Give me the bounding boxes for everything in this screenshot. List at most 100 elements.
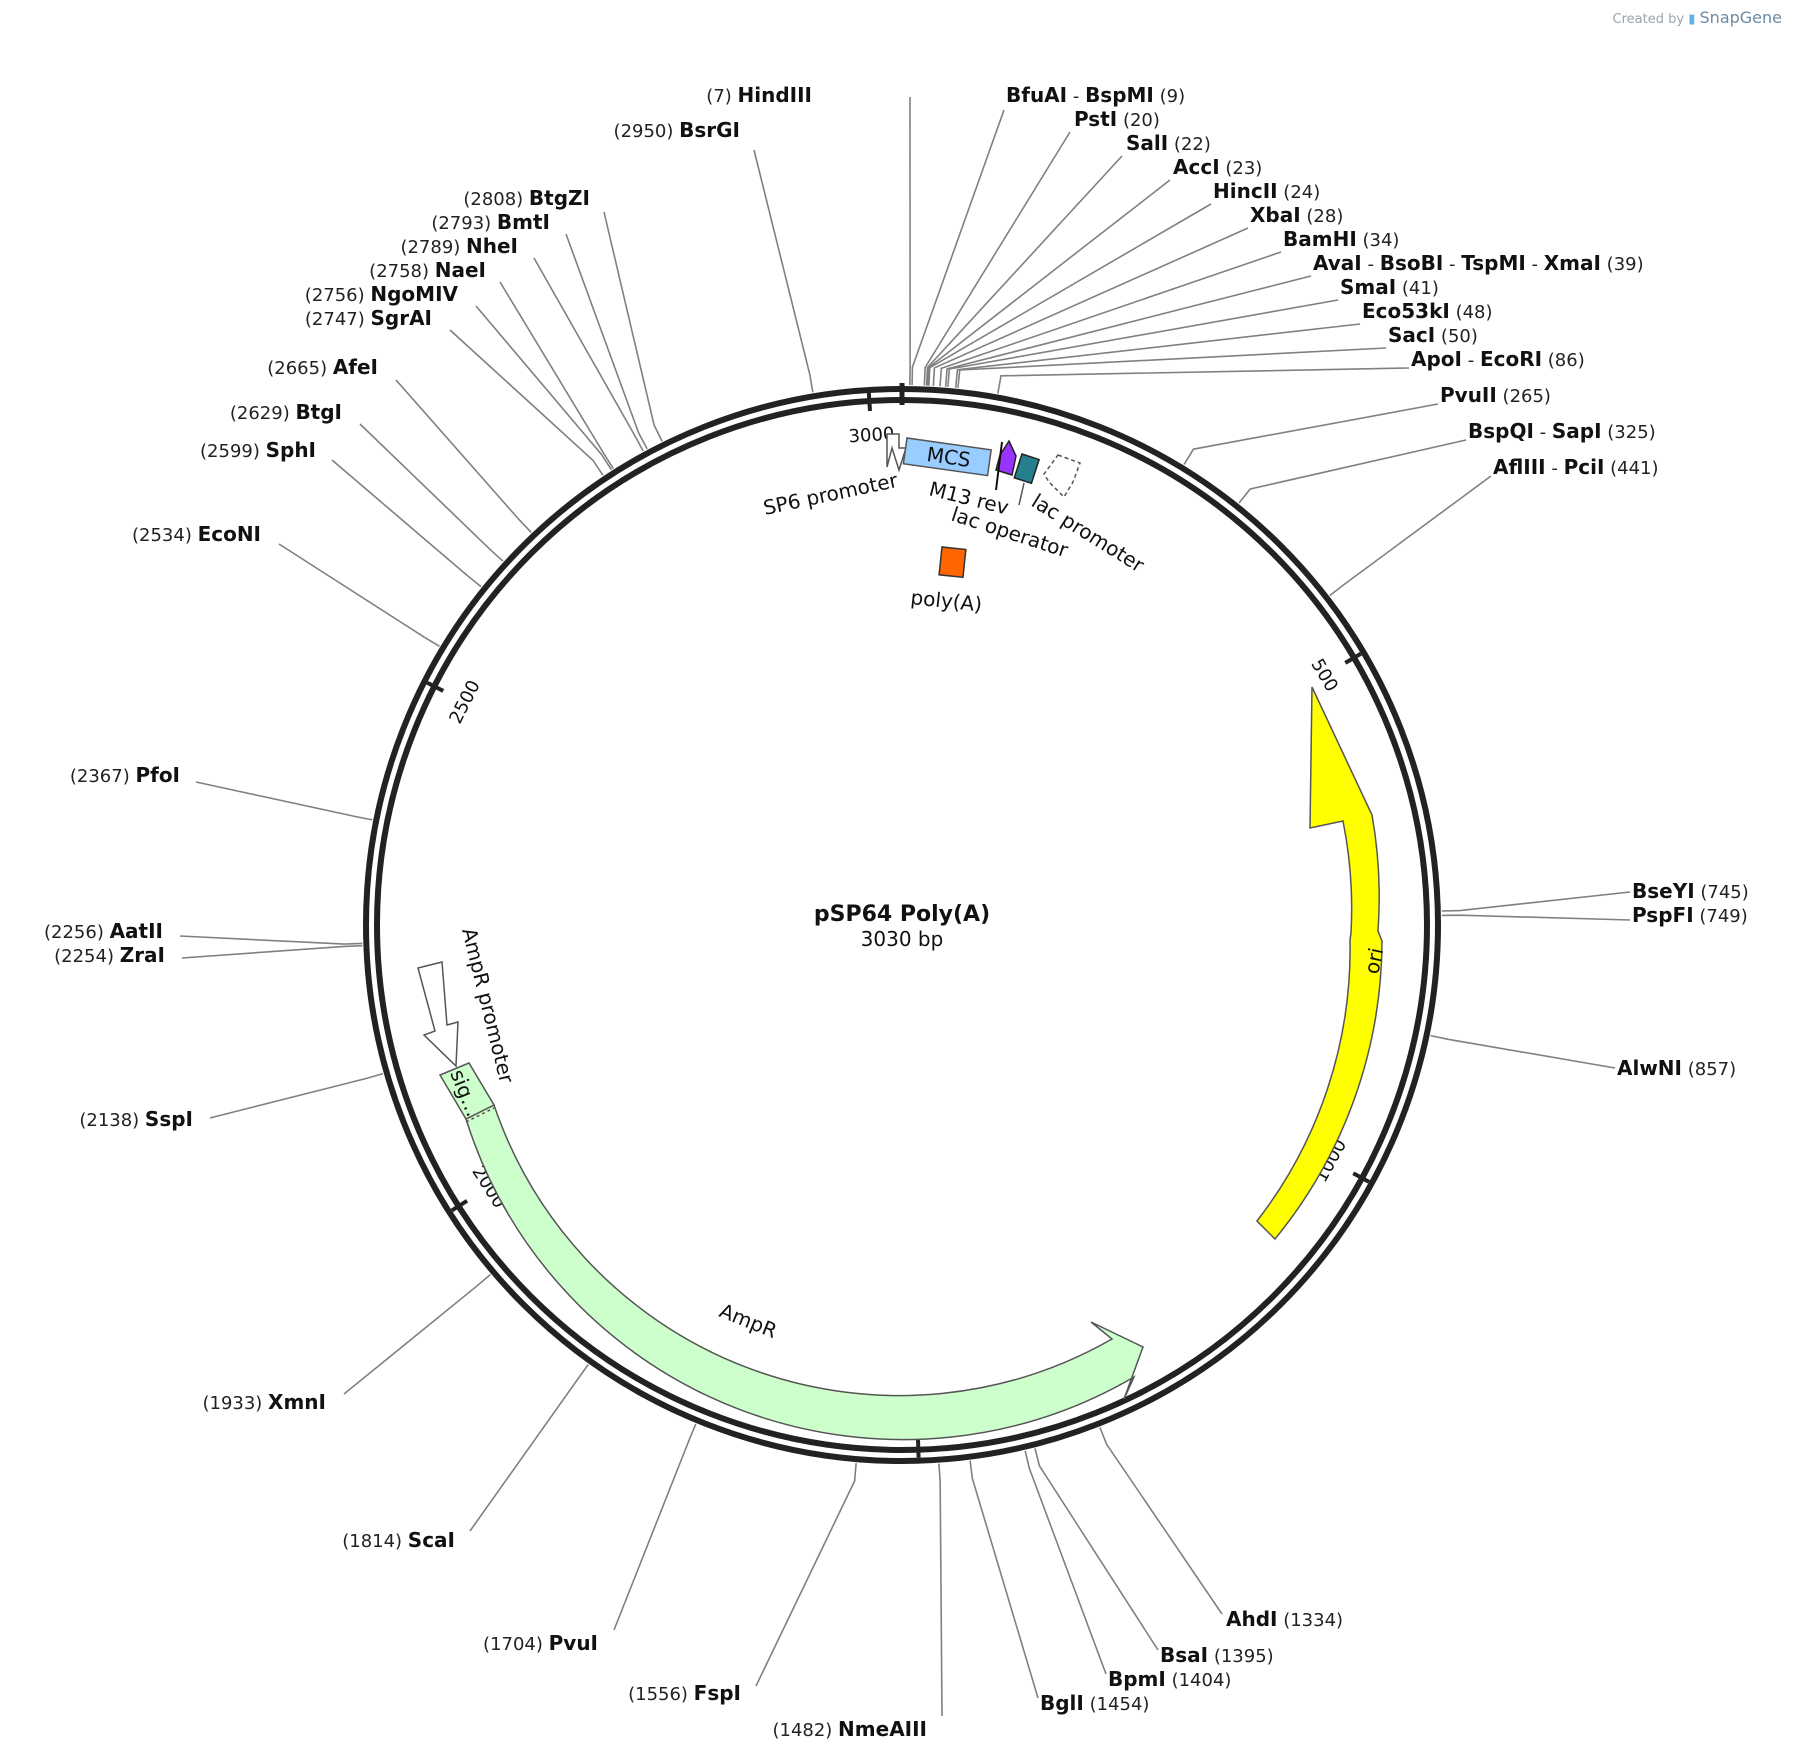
enzyme-name: ScaI	[408, 1528, 455, 1552]
ampr-feature-arrow[interactable]	[465, 1103, 1144, 1441]
site-label-sali[interactable]: SalI (22)	[1126, 131, 1211, 155]
site-label-pvui[interactable]: (1704) PvuI	[483, 1631, 598, 1655]
ampr-promoter-arrow[interactable]	[417, 961, 459, 1068]
enzyme-name: XmaI	[1544, 251, 1601, 275]
enzyme-name: BpmI	[1108, 1667, 1166, 1691]
site-label-eco53ki[interactable]: Eco53kI (48)	[1362, 299, 1493, 323]
site-label-saci[interactable]: SacI (50)	[1388, 323, 1478, 347]
site-label-sgrai[interactable]: (2747) SgrAI	[305, 306, 432, 330]
tick-mark	[1352, 1171, 1370, 1184]
enzyme-name: SspI	[145, 1107, 193, 1131]
plasmid-name: pSP64 Poly(A)	[814, 902, 990, 927]
site-label-pspfi[interactable]: PspFI (749)	[1632, 903, 1748, 927]
site-label-apoi[interactable]: ApoI - EcoRI (86)	[1411, 347, 1585, 371]
site-leader-line	[957, 347, 1387, 388]
enzyme-name: AccI	[1173, 155, 1220, 179]
site-position: (1334)	[1277, 1610, 1343, 1631]
site-label-bseyi[interactable]: BseYI (745)	[1632, 879, 1749, 903]
site-label-ngomiv[interactable]: (2756) NgoMIV	[305, 282, 459, 306]
site-label-pvuii[interactable]: PvuII (265)	[1440, 383, 1551, 407]
site-leader-line	[938, 1463, 943, 1717]
site-position: (2534)	[132, 525, 198, 546]
enzyme-separator: -	[1067, 86, 1085, 107]
site-label-acci[interactable]: AccI (23)	[1173, 155, 1262, 179]
enzyme-name: BfuAI	[1006, 83, 1067, 107]
site-label-bsai[interactable]: BsaI (1395)	[1160, 1643, 1274, 1667]
site-leader-line	[926, 179, 1171, 386]
enzyme-name: BseYI	[1632, 879, 1695, 903]
site-leader-line	[928, 203, 1212, 386]
site-label-zrai[interactable]: (2254) ZraI	[54, 943, 165, 967]
site-label-fspi[interactable]: (1556) FspI	[628, 1681, 741, 1705]
site-position: (34)	[1357, 230, 1400, 251]
ori-feature-arrow[interactable]	[1256, 686, 1383, 1241]
sp6-promoter-arrow[interactable]	[886, 433, 908, 473]
site-label-hincii[interactable]: HincII (24)	[1213, 179, 1320, 203]
site-label-alwni[interactable]: AlwNI (857)	[1617, 1056, 1736, 1080]
site-label-sphi[interactable]: (2599) SphI	[200, 438, 316, 462]
site-label-nhei[interactable]: (2789) NheI	[400, 234, 518, 258]
site-label-smai[interactable]: SmaI (41)	[1340, 275, 1439, 299]
site-position: (2747)	[305, 309, 371, 330]
lac-operator-feature[interactable]	[1013, 453, 1041, 485]
site-position: (1404)	[1166, 1670, 1232, 1691]
site-label-afei[interactable]: (2665) AfeI	[267, 355, 378, 379]
enzyme-name: SacI	[1388, 323, 1435, 347]
site-label-xbai[interactable]: XbaI (28)	[1250, 203, 1343, 227]
site-label-pfoi[interactable]: (2367) PfoI	[70, 763, 180, 787]
site-label-sspi[interactable]: (2138) SspI	[79, 1107, 193, 1131]
site-label-bpmi[interactable]: BpmI (1404)	[1108, 1667, 1231, 1691]
ori-feature-label: ori	[1359, 946, 1388, 976]
enzyme-name: BglI	[1040, 1691, 1084, 1715]
site-label-aatii[interactable]: (2256) AatII	[44, 919, 163, 943]
enzyme-name: NheI	[466, 234, 518, 258]
site-label-bspqi[interactable]: BspQI - SapI (325)	[1468, 419, 1656, 443]
site-position: (2138)	[79, 1110, 145, 1131]
site-position: (749)	[1694, 906, 1748, 927]
site-label-bamhi[interactable]: BamHI (34)	[1283, 227, 1399, 251]
site-label-xmni[interactable]: (1933) XmnI	[202, 1390, 326, 1414]
site-label-bgli[interactable]: BglI (1454)	[1040, 1691, 1149, 1715]
site-label-btgzi[interactable]: (2808) BtgZI	[463, 186, 590, 210]
enzyme-separator: -	[1534, 422, 1552, 443]
sig-feature-segment[interactable]	[438, 1062, 496, 1120]
site-label-psti[interactable]: PstI (20)	[1074, 107, 1160, 131]
site-leader-line	[1441, 914, 1631, 921]
site-label-scai[interactable]: (1814) ScaI	[342, 1528, 455, 1552]
enzyme-name: Eco53kI	[1362, 299, 1450, 323]
mcs-feature[interactable]: MCS	[902, 437, 993, 477]
enzyme-name: ApoI	[1411, 347, 1462, 371]
site-leader-line	[944, 275, 1312, 387]
site-position: (1482)	[772, 1720, 838, 1741]
site-leader-line	[954, 323, 1361, 388]
enzyme-name: ZraI	[120, 943, 165, 967]
site-position: (441)	[1604, 458, 1658, 479]
polya-feature[interactable]	[938, 546, 967, 579]
site-position: (48)	[1450, 302, 1493, 323]
ampr-promoter-label: AmpR promoter	[457, 925, 519, 1086]
site-label-ahdi[interactable]: AhdI (1334)	[1226, 1607, 1343, 1631]
site-label-avai[interactable]: AvaI - BsoBI - TspMI - XmaI (39)	[1313, 251, 1644, 275]
site-leader-line	[755, 1462, 857, 1687]
site-position: (265)	[1497, 386, 1551, 407]
tick-mark	[426, 680, 445, 693]
site-position: (50)	[1435, 326, 1478, 347]
site-position: (1454)	[1084, 1694, 1150, 1715]
site-label-naei[interactable]: (2758) NaeI	[369, 258, 486, 282]
lac-promoter-arrow[interactable]	[1043, 454, 1081, 499]
site-label-nmeaiii[interactable]: (1482) NmeAIII	[772, 1717, 927, 1741]
site-label-afliii[interactable]: AflIII - PciI (441)	[1493, 455, 1659, 479]
site-label-hindiii[interactable]: (7) HindIII	[706, 83, 812, 107]
enzyme-name: TspMI	[1461, 251, 1526, 275]
enzyme-name: FspI	[694, 1681, 741, 1705]
site-label-btgi[interactable]: (2629) BtgI	[230, 400, 342, 424]
site-label-bmti[interactable]: (2793) BmtI	[431, 210, 550, 234]
ampr-feature-label: AmpR	[716, 1298, 780, 1343]
site-label-bsrgi[interactable]: (2950) BsrGI	[614, 118, 740, 142]
site-label-econi[interactable]: (2534) EcoNI	[132, 522, 261, 546]
site-label-bfuai[interactable]: BfuAI - BspMI (9)	[1006, 83, 1185, 107]
site-position: (28)	[1301, 206, 1344, 227]
site-leader-line	[932, 227, 1249, 386]
tick-label: 2500	[445, 677, 485, 727]
site-position: (1556)	[628, 1684, 694, 1705]
